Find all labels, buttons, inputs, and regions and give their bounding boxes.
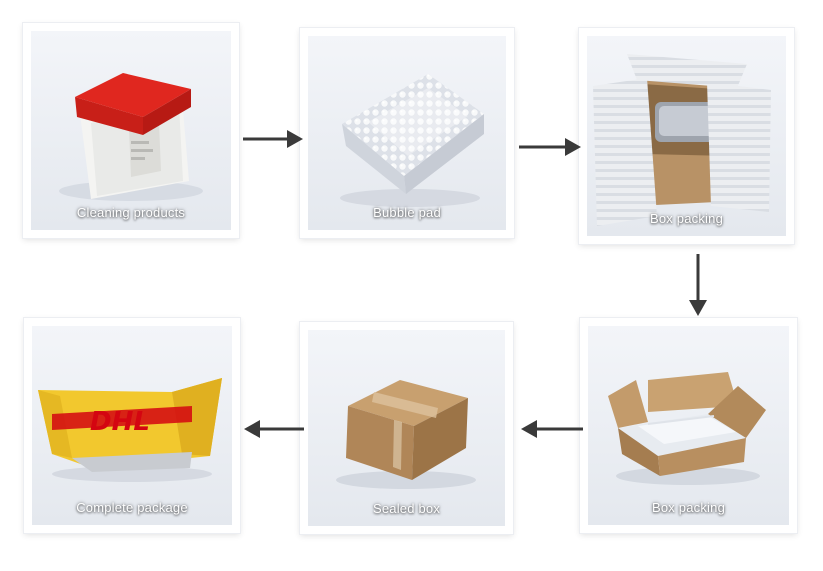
dhl-mailer-bag-image: DHL — [38, 378, 222, 482]
bubble-wrap-image — [340, 74, 484, 207]
step-card-box-packing-2: Box packing — [580, 318, 797, 533]
step-label: Box packing — [649, 211, 724, 226]
arrow-right-icon — [243, 130, 303, 148]
step-card-sealed-box: Sealed box — [300, 322, 513, 534]
red-lid-container-image — [59, 73, 203, 201]
step-card-complete-package: DHL Complete package — [24, 318, 240, 533]
arrow-right-icon — [519, 138, 581, 156]
arrow-down-icon — [689, 254, 707, 316]
arrow-left-icon — [244, 420, 304, 438]
arrow-left-icon — [521, 420, 583, 438]
step-card-cleaning-products: Cleaning products — [23, 23, 239, 238]
box-packing-foam-photo: Box packing — [587, 36, 786, 236]
sealed-box-photo: Sealed box — [308, 330, 505, 526]
step-card-bubble-pad: Bubble pad — [300, 28, 514, 238]
dhl-logo: DHL — [90, 407, 150, 437]
step-label: Sealed box — [372, 501, 441, 516]
open-cardboard-box-image — [608, 372, 766, 485]
step-label: Complete package — [76, 500, 188, 515]
sealed-cardboard-box-image — [336, 380, 476, 489]
box-packing-open-box-photo: Box packing — [588, 326, 789, 525]
bubble-pad-photo: Bubble pad — [308, 36, 506, 230]
step-card-box-packing-1: Box packing — [579, 28, 794, 244]
cleaning-products-photo: Cleaning products — [31, 31, 231, 230]
complete-package-photo: DHL Complete package — [32, 326, 232, 525]
step-label: Bubble pad — [373, 205, 441, 220]
step-label: Cleaning products — [76, 205, 186, 220]
step-label: Box packing — [651, 500, 726, 515]
open-box-foam-image — [593, 54, 771, 226]
